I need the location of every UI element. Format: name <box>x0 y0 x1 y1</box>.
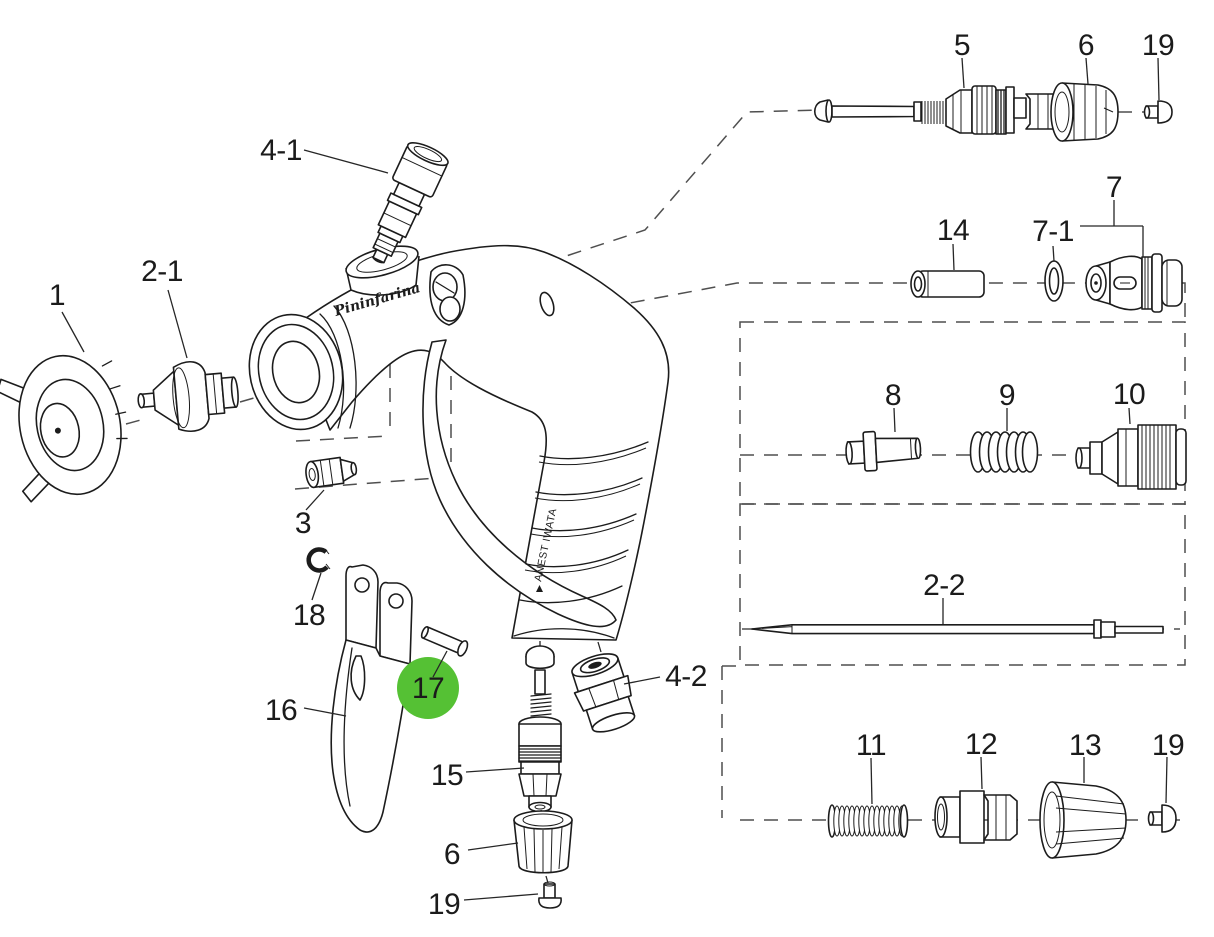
part-drawing-4-2 <box>571 653 636 733</box>
callout-3[interactable]: 3 <box>294 507 312 540</box>
part-drawing-12 <box>934 790 1018 844</box>
part-drawing-1 <box>0 354 128 503</box>
callout-4-2[interactable]: 4-2 <box>665 660 707 693</box>
part-drawing-8 <box>845 430 922 472</box>
part-drawing-7 <box>1085 253 1183 313</box>
part-drawing-17 <box>420 625 469 657</box>
part-drawing-5 <box>813 85 1060 135</box>
callout-6-bottom[interactable]: 6 <box>443 838 461 871</box>
callout-12[interactable]: 12 <box>964 728 998 761</box>
part-drawing-9 <box>969 431 1039 473</box>
callout-16[interactable]: 16 <box>264 694 298 727</box>
part-drawing-2-1 <box>137 361 239 432</box>
callout-19-bottom[interactable]: 19 <box>427 888 461 921</box>
highlight-circle-17 <box>397 657 459 719</box>
callout-17-selected[interactable]: 17 <box>411 672 445 705</box>
part-drawing-11 <box>827 804 909 838</box>
part-drawing-19-bottom <box>538 881 562 909</box>
callout-7[interactable]: 7 <box>1105 171 1123 204</box>
part-drawing-14 <box>910 270 985 298</box>
callout-18[interactable]: 18 <box>292 599 326 632</box>
part-drawing-13 <box>1039 781 1127 859</box>
callout-4-1[interactable]: 4-1 <box>260 134 302 167</box>
part-drawing-18 <box>306 547 331 573</box>
part-drawing-15 <box>518 645 562 815</box>
part-drawing-7-1 <box>1044 260 1064 302</box>
part-drawing-19-bottom-right <box>1147 804 1177 833</box>
callout-14[interactable]: 14 <box>936 214 970 247</box>
callout-9[interactable]: 9 <box>998 379 1016 412</box>
part-drawing-4-1 <box>372 141 449 264</box>
callout-19-bottom-right[interactable]: 19 <box>1151 729 1185 762</box>
callout-10[interactable]: 10 <box>1112 378 1146 411</box>
callout-11[interactable]: 11 <box>855 729 887 762</box>
callout-19-top[interactable]: 19 <box>1141 29 1175 62</box>
callout-1[interactable]: 1 <box>48 279 66 312</box>
part-drawing-19-top <box>1143 100 1173 124</box>
callout-7-1[interactable]: 7-1 <box>1032 215 1074 248</box>
callout-2-1[interactable]: 2-1 <box>141 255 183 288</box>
callout-15[interactable]: 15 <box>430 759 464 792</box>
part-drawing-6-bottom <box>513 810 573 884</box>
part-drawing-2-2 <box>751 619 1164 639</box>
spray-gun-body-drawing: Pininfarina ANEST IWATA <box>248 244 670 653</box>
callout-2-2[interactable]: 2-2 <box>923 569 965 602</box>
callout-5[interactable]: 5 <box>953 29 971 62</box>
callout-6-top[interactable]: 6 <box>1077 29 1095 62</box>
callout-8[interactable]: 8 <box>884 379 902 412</box>
callout-13[interactable]: 13 <box>1068 729 1102 762</box>
part-drawing-3 <box>305 456 358 489</box>
part-drawing-6-top <box>1050 82 1119 142</box>
part-drawing-16 <box>330 564 413 833</box>
leader-lines <box>61 57 1168 901</box>
part-drawing-10 <box>1075 424 1187 490</box>
